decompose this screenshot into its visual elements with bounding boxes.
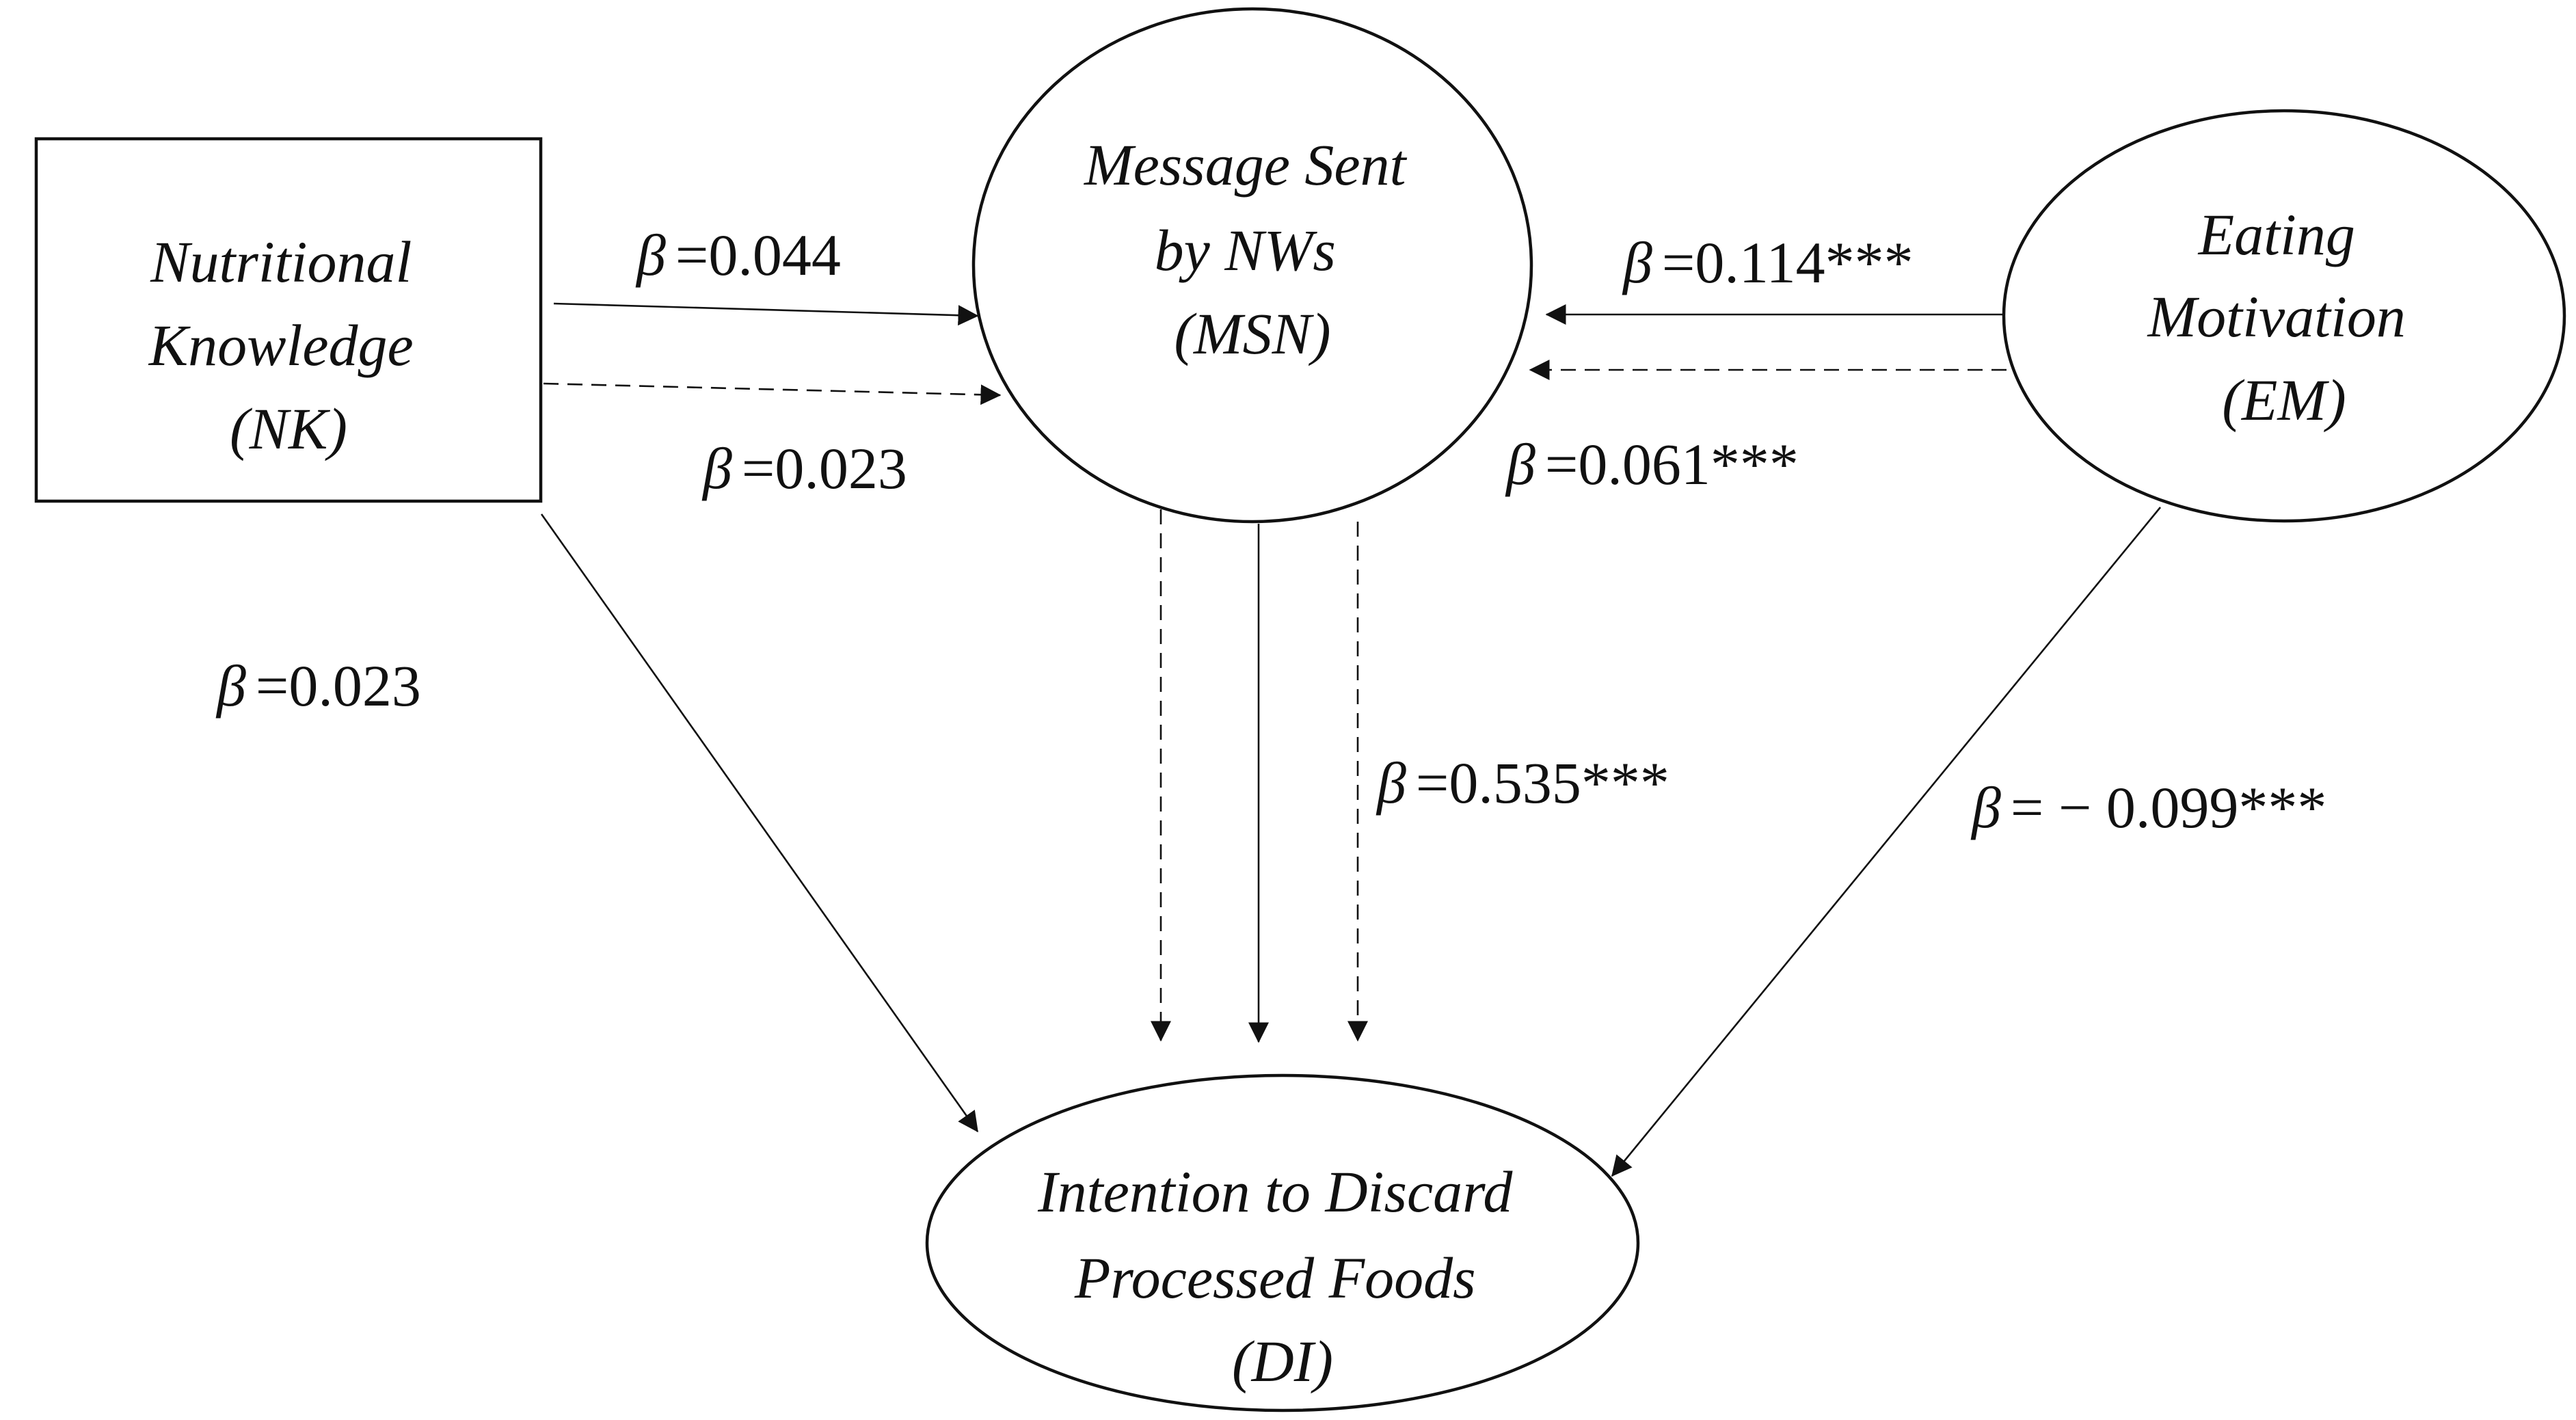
svg-text:Nutritional Knowledge: Nutritional Knowledge (NK): [148, 229, 428, 461]
node-msn-line-1: Message Sent: [1083, 132, 1408, 198]
label-nk-msn-solid: β=0.044: [635, 222, 841, 288]
node-msn-line-3: (MSN): [1174, 301, 1330, 366]
path-labels: β=0.044 β=0.023 β=0.023 β=0.114*** β=0.0…: [215, 222, 2326, 840]
label-nk-di: β=0.023: [215, 653, 421, 719]
svg-text:Eating Motivation: Eating Motivation (EM): [2147, 202, 2421, 433]
node-message-sent: Message Sent by NWs (MSN): [971, 7, 1533, 524]
svg-text:Intention to Discard Pro: Intention to Discard Processed Foods (DI…: [1037, 1159, 1527, 1394]
node-em-line-3: (EM): [2222, 367, 2346, 433]
node-nk-line-2: Knowledge: [148, 312, 414, 378]
node-eating-motivation: Eating Motivation (EM): [2002, 109, 2566, 523]
node-di-line-2: Processed Foods: [1074, 1245, 1476, 1311]
edge-nk-di: [540, 513, 979, 1133]
node-em-line-2: Motivation: [2147, 284, 2406, 349]
label-em-msn-solid: β=0.114***: [1622, 230, 1914, 295]
label-msn-di: β=0.535***: [1376, 750, 1669, 816]
edge-nk-msn-dashed: [543, 382, 1002, 405]
label-em-msn-dashed: β=0.061***: [1505, 431, 1799, 497]
edge-nk-msn-solid: [553, 302, 979, 326]
label-em-di: β= − 0.099***: [1970, 775, 2326, 840]
node-nk-line-1: Nutritional: [150, 229, 412, 295]
node-di-line-3: (DI): [1232, 1328, 1333, 1394]
node-nk-line-3: (NK): [230, 396, 347, 461]
node-nutritional-knowledge: Nutritional Knowledge (NK): [34, 137, 543, 503]
label-nk-msn-dashed: β=0.023: [701, 436, 907, 501]
node-msn-line-2: by NWs: [1155, 217, 1336, 283]
node-em-line-1: Eating: [2197, 202, 2355, 267]
node-intention-to-discard: Intention to Discard Processed Foods (DI…: [925, 1073, 1640, 1412]
svg-text:Message Sent by NWs: Message Sent by NWs (MSN): [1083, 132, 1421, 366]
edge-em-di: [1611, 507, 2162, 1177]
node-di-line-1: Intention to Discard: [1037, 1159, 1513, 1224]
edges: [540, 302, 2162, 1177]
